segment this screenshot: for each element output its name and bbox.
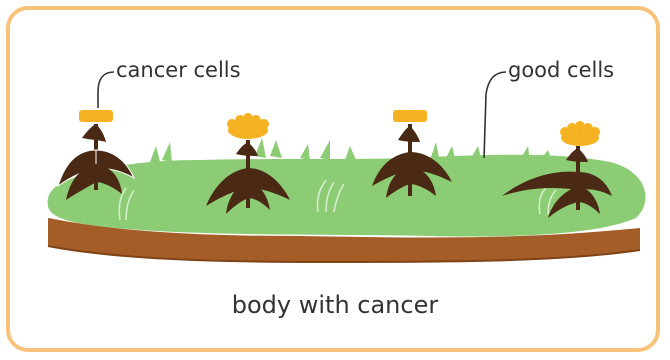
closed-flower (79, 110, 113, 122)
cancer-cells-leader-line (98, 72, 114, 108)
diagram-caption: body with cancer (0, 291, 670, 319)
grass-surface (48, 155, 646, 237)
open-flower (560, 121, 600, 146)
good-cells-leader-line (484, 72, 506, 158)
open-flower (227, 113, 269, 139)
cancer-cells-label: cancer cells (116, 58, 241, 82)
closed-flower (393, 110, 427, 122)
good-cells-label: good cells (508, 58, 614, 82)
